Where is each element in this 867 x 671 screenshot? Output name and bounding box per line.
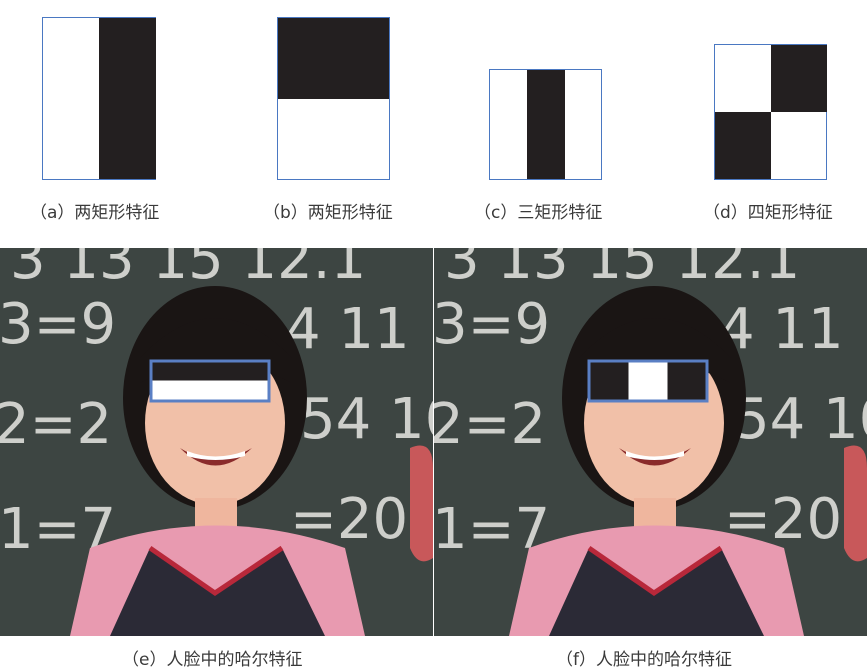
feature-c-three-rect bbox=[489, 69, 602, 180]
feature-d-four-rect bbox=[714, 44, 827, 180]
feature-d-dark-top-right bbox=[771, 45, 827, 112]
photo-e-illustration: 3 13 15 12.1 3=9 2=2 1=7 4 11 54 10 =20 bbox=[0, 248, 433, 636]
caption-d: （d）四矩形特征 bbox=[703, 203, 833, 223]
feature-a-dark-half bbox=[99, 18, 156, 179]
chalk-eq5: 54 10 bbox=[734, 387, 867, 452]
chalk-eq4: 4 11 bbox=[285, 297, 410, 362]
chalk-top: 3 13 15 12.1 bbox=[10, 248, 366, 292]
photo-f-face-haar: 3 13 15 12.1 3=9 2=2 1=7 4 11 54 10 =20 bbox=[434, 248, 867, 636]
caption-b: （b）两矩形特征 bbox=[263, 203, 393, 223]
chalk-top: 3 13 15 12.1 bbox=[444, 248, 800, 292]
feature-c-dark-middle bbox=[527, 70, 565, 179]
feature-d-dark-bottom-left bbox=[715, 112, 771, 179]
photo-f-illustration: 3 13 15 12.1 3=9 2=2 1=7 4 11 54 10 =20 bbox=[434, 248, 867, 636]
chalk-eq2: 2=2 bbox=[434, 392, 546, 457]
caption-e: （e）人脸中的哈尔特征 bbox=[122, 650, 303, 670]
photo-e-face-haar: 3 13 15 12.1 3=9 2=2 1=7 4 11 54 10 =20 bbox=[0, 248, 433, 636]
chalk-eq5: 54 10 bbox=[300, 387, 433, 452]
caption-f: （f）人脸中的哈尔特征 bbox=[556, 650, 732, 670]
feature-b-two-rect bbox=[277, 17, 390, 180]
feature-b-dark-half bbox=[278, 18, 389, 99]
caption-c: （c）三矩形特征 bbox=[474, 203, 603, 223]
feature-a-two-rect bbox=[42, 17, 156, 180]
chalk-eq1: 3=9 bbox=[434, 292, 550, 357]
chalk-eq1: 3=9 bbox=[0, 292, 116, 357]
chalk-eq2: 2=2 bbox=[0, 392, 112, 457]
chalk-eq4: 4 11 bbox=[719, 297, 844, 362]
caption-a: （a）两矩形特征 bbox=[30, 203, 160, 223]
